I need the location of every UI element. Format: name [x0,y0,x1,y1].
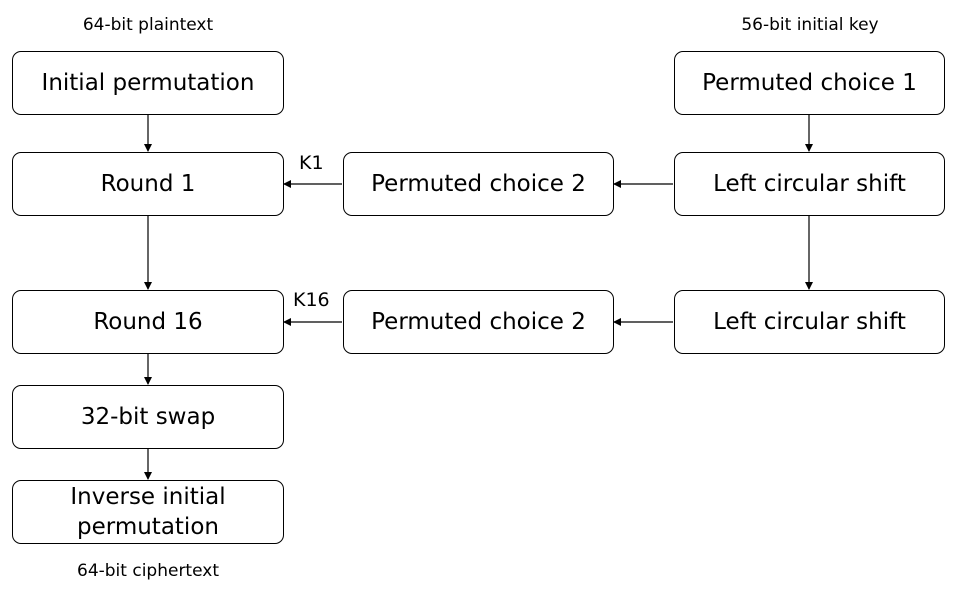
left-circular-shift-bottom-label: Left circular shift [713,309,906,335]
permuted-choice-2-bottom-label: Permuted choice 2 [371,309,586,335]
inverse-initial-permutation-box: Inverse initial permutation [12,480,284,544]
permuted-choice-2-top-label: Permuted choice 2 [371,171,586,197]
permuted-choice-1-box: Permuted choice 1 [674,51,945,115]
swap-box: 32-bit swap [12,385,284,449]
subkey-k1-label: K1 [299,152,324,174]
initial-permutation-label: Initial permutation [41,70,255,96]
left-circular-shift-top-label: Left circular shift [713,171,906,197]
subkey-k16-label: K16 [293,289,330,311]
permuted-choice-2-bottom-box: Permuted choice 2 [343,290,614,354]
round-16-box: Round 16 [12,290,284,354]
left-circular-shift-top-box: Left circular shift [674,152,945,216]
permuted-choice-1-label: Permuted choice 1 [702,70,917,96]
initial-permutation-box: Initial permutation [12,51,284,115]
plaintext-caption: 64-bit plaintext [82,15,214,35]
round-1-box: Round 1 [12,152,284,216]
inverse-initial-permutation-label: Inverse initial permutation [70,482,225,542]
inverse-label-line-2: permutation [77,514,219,540]
left-circular-shift-bottom-box: Left circular shift [674,290,945,354]
ciphertext-caption: 64-bit ciphertext [77,561,219,581]
key-caption: 56-bit initial key [741,15,879,35]
permuted-choice-2-top-box: Permuted choice 2 [343,152,614,216]
swap-label: 32-bit swap [80,404,216,430]
round-16-label: Round 16 [93,309,203,335]
inverse-label-line-1: Inverse initial [70,484,226,510]
round-1-label: Round 1 [100,171,196,197]
